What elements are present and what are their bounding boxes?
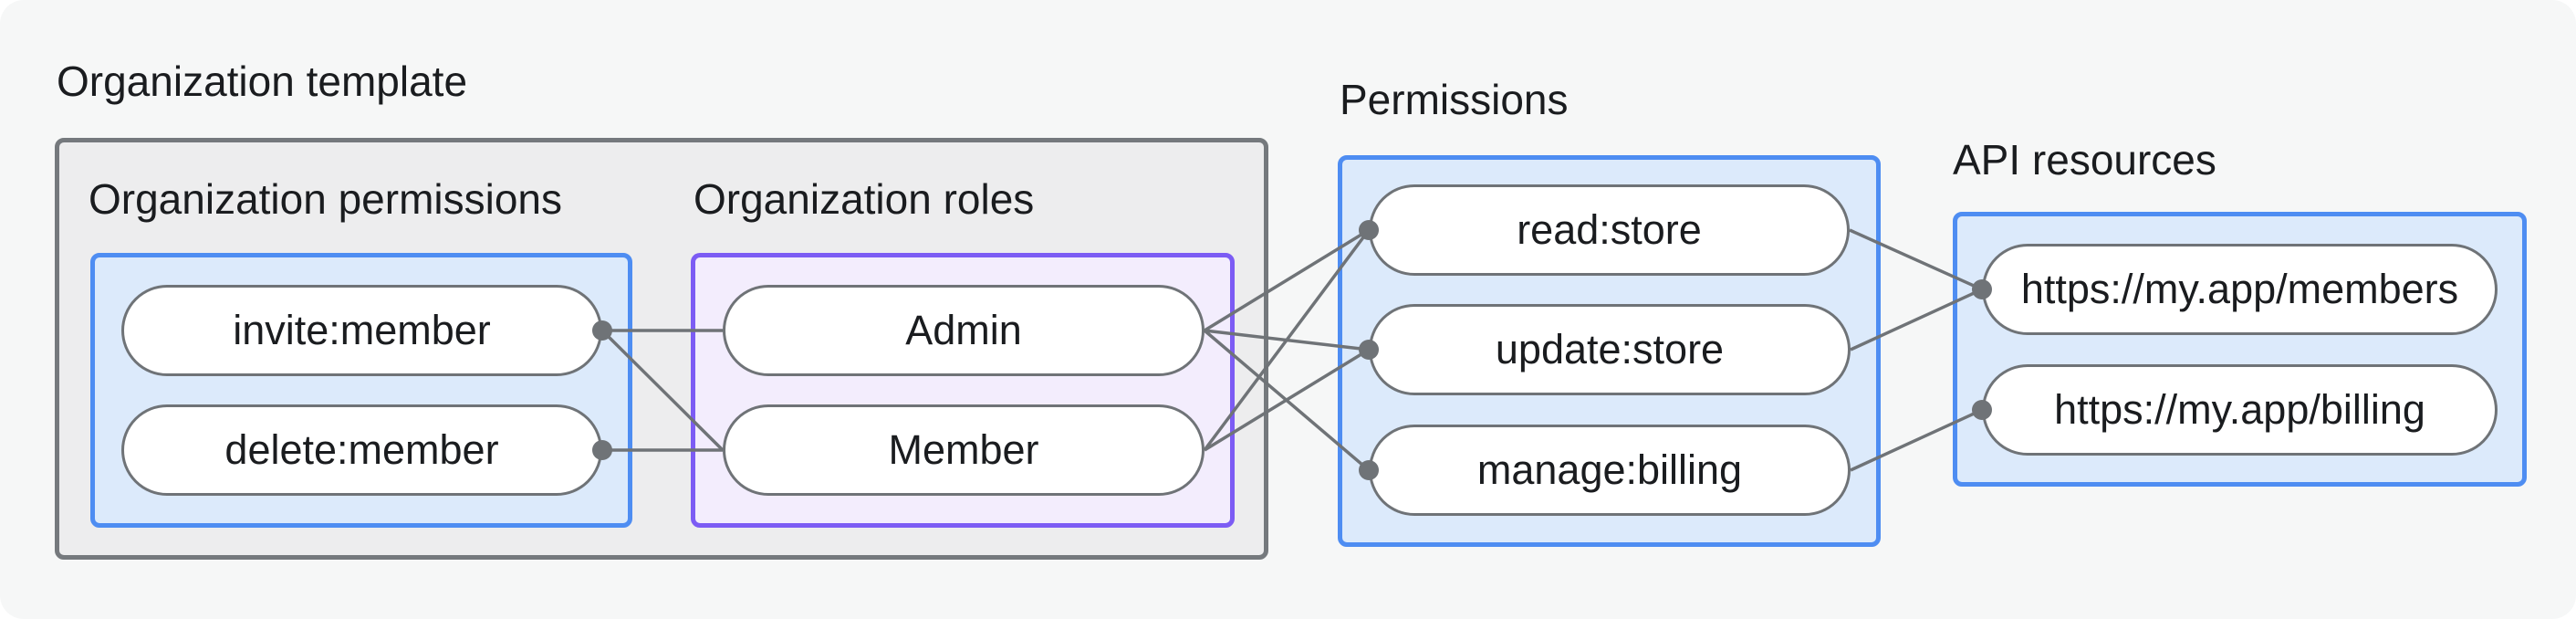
permission-pill-manage-billing: manage:billing — [1369, 425, 1851, 516]
api-resource-pill-members: https://my.app/members — [1982, 244, 2498, 335]
permission-pill-delete-member: delete:member — [121, 404, 602, 496]
permission-pill-invite-member: invite:member — [121, 285, 602, 376]
organization-roles-label: Organization roles — [694, 175, 1035, 223]
api-resource-pill-billing: https://my.app/billing — [1982, 364, 2498, 456]
role-pill-admin: Admin — [723, 285, 1205, 376]
role-pill-member: Member — [723, 404, 1205, 496]
api-resources-label: API resources — [1953, 136, 2216, 184]
permission-pill-update-store: update:store — [1369, 304, 1851, 395]
diagram-title: Organization template — [57, 58, 468, 105]
permissions-label: Permissions — [1340, 76, 1569, 123]
permission-pill-read-store: read:store — [1369, 184, 1850, 276]
organization-permissions-label: Organization permissions — [89, 175, 563, 223]
